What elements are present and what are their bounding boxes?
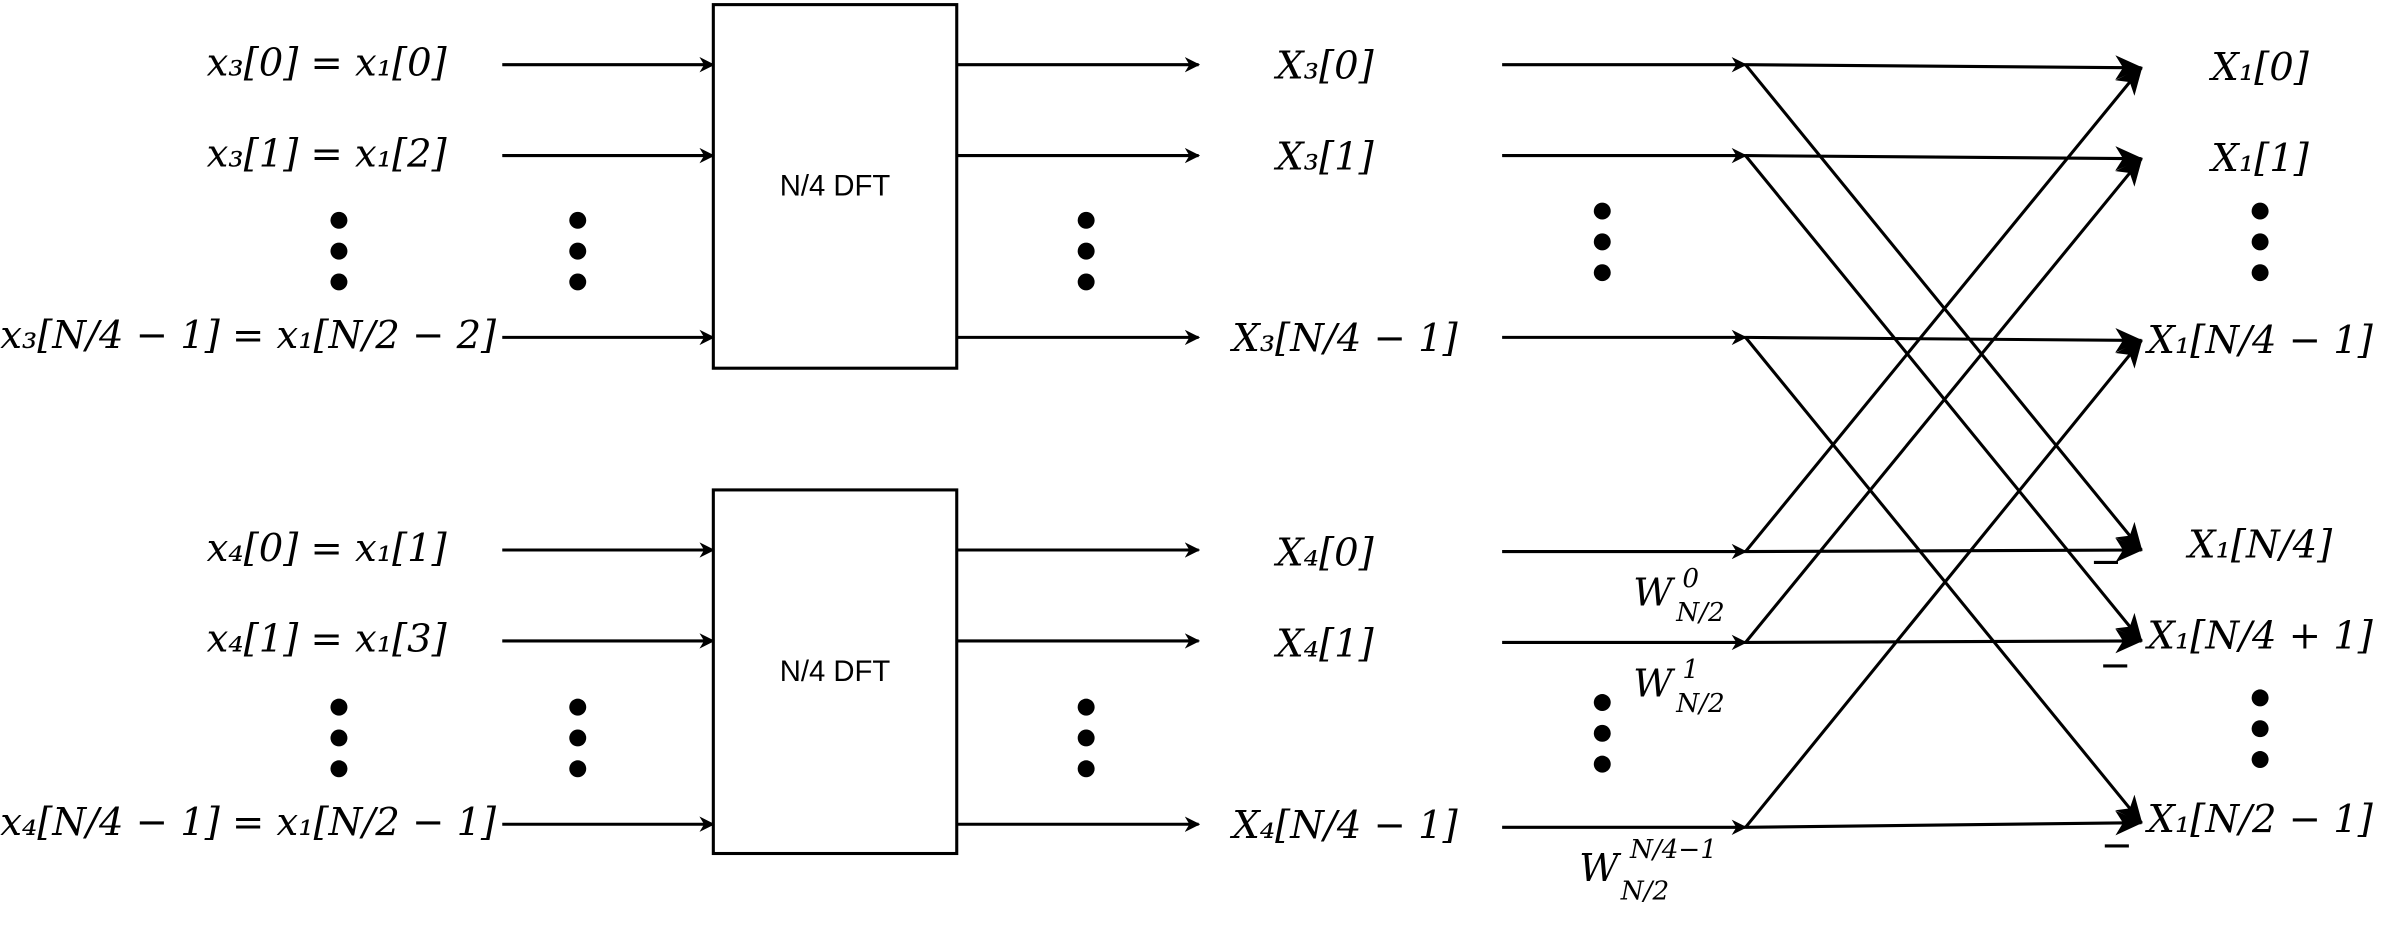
dft-output-label: X₃[N/4 − 1] xyxy=(1229,316,1458,361)
butterfly-straight xyxy=(1745,146,2144,171)
svg-text:1: 1 xyxy=(1682,655,1699,685)
ellipsis-dot xyxy=(569,242,587,260)
butterfly-straight xyxy=(1745,327,2144,353)
svg-text:N/4−1: N/4−1 xyxy=(1629,835,1717,865)
ellipsis-dot xyxy=(2251,264,2269,282)
svg-text:W: W xyxy=(1579,846,1622,891)
svg-text:W: W xyxy=(1633,661,1676,706)
dft-output-label: X₄[1] xyxy=(1273,621,1374,666)
result-label: X₁[N/4 − 1] xyxy=(2144,318,2373,363)
ellipsis-dot xyxy=(2251,751,2269,768)
twiddle-factor: W 0 N/2 xyxy=(1633,564,1725,628)
butterfly-straight xyxy=(1745,55,2144,80)
butterfly-straight xyxy=(1745,628,2144,654)
input-label: x₄[1] = x₁[3] xyxy=(207,617,448,662)
minus-sign: − xyxy=(2090,540,2122,585)
ellipsis-dot xyxy=(569,729,587,747)
svg-text:N/2: N/2 xyxy=(1675,689,1724,719)
minus-sign: − xyxy=(2099,643,2131,688)
svg-text:N/2: N/2 xyxy=(1620,877,1669,907)
result-label: X₁[N/4 + 1] xyxy=(2144,614,2373,659)
svg-text:N/2: N/2 xyxy=(1675,598,1724,628)
result-label: X₁[N/2 − 1] xyxy=(2144,797,2373,842)
ellipsis-dot xyxy=(330,273,348,291)
minus-sign: − xyxy=(2101,823,2133,868)
ellipsis-dot xyxy=(1593,694,1611,711)
ellipsis-dot xyxy=(1593,264,1611,282)
result-label: X₁[N/4] xyxy=(2185,523,2333,568)
ellipsis-dot xyxy=(1593,755,1611,773)
ellipsis-dot xyxy=(2251,689,2269,707)
butterfly-cross xyxy=(1744,157,2143,644)
ellipsis-dot xyxy=(569,273,587,291)
ellipsis-dot xyxy=(1077,760,1095,778)
butterfly-cross xyxy=(1744,336,2143,824)
ellipsis-dot xyxy=(330,211,348,229)
dft-output-label: X₃[1] xyxy=(1273,134,1374,179)
ellipsis-dot xyxy=(330,760,348,778)
signal-flow-lines xyxy=(502,55,2144,836)
butterfly-straight xyxy=(1745,537,2144,563)
ellipsis-dot xyxy=(569,698,587,716)
dft-output-label: X₃[0] xyxy=(1273,44,1374,89)
input-label: x₃[N/4 − 1] = x₁[N/2 − 2] xyxy=(0,313,497,358)
ellipsis-dot xyxy=(569,760,587,778)
input-label: x₃[0] = x₁[0] xyxy=(207,40,448,85)
ellipsis-dot xyxy=(1077,242,1095,260)
input-label: x₃[1] = x₁[2] xyxy=(207,131,448,176)
ellipsis-dot xyxy=(1077,211,1095,229)
butterfly-cross xyxy=(1744,339,2143,829)
ellipsis-dot xyxy=(1077,729,1095,747)
ellipsis-dots xyxy=(330,202,2269,778)
ellipsis-dot xyxy=(2251,720,2269,738)
twiddle-factor: W N/4−1 N/2 xyxy=(1579,835,1717,907)
ellipsis-dot xyxy=(1077,273,1095,291)
ellipsis-dot xyxy=(569,211,587,229)
input-label: x₄[0] = x₁[1] xyxy=(207,526,448,571)
butterfly-straight xyxy=(1745,810,2144,836)
twiddle-factor: W 1 N/2 xyxy=(1633,655,1725,719)
ellipsis-dot xyxy=(2251,233,2269,251)
ellipsis-dot xyxy=(1593,724,1611,742)
dft-output-label: X₄[N/4 − 1] xyxy=(1229,803,1458,848)
dft-block-label: N/4 DFT xyxy=(780,171,891,203)
ellipsis-dot xyxy=(1593,233,1611,251)
svg-text:0: 0 xyxy=(1682,564,1699,594)
dft-block-bottom: N/4 DFT xyxy=(711,488,959,856)
svg-text:W: W xyxy=(1633,570,1676,615)
result-label: X₁[1] xyxy=(2208,136,2309,181)
ellipsis-dot xyxy=(1077,698,1095,716)
ellipsis-dot xyxy=(330,698,348,716)
dft-block-label: N/4 DFT xyxy=(780,656,891,688)
dft-output-label: X₄[0] xyxy=(1273,530,1374,575)
ellipsis-dot xyxy=(330,729,348,747)
ellipsis-dot xyxy=(1593,202,1611,220)
butterfly-cross xyxy=(1744,66,2143,553)
input-label: x₄[N/4 − 1] = x₁[N/2 − 1] xyxy=(0,800,497,845)
dft-block-top: N/4 DFT xyxy=(711,3,959,370)
ellipsis-dot xyxy=(330,242,348,260)
ellipsis-dot xyxy=(2251,202,2269,220)
result-label: X₁[0] xyxy=(2208,45,2309,90)
